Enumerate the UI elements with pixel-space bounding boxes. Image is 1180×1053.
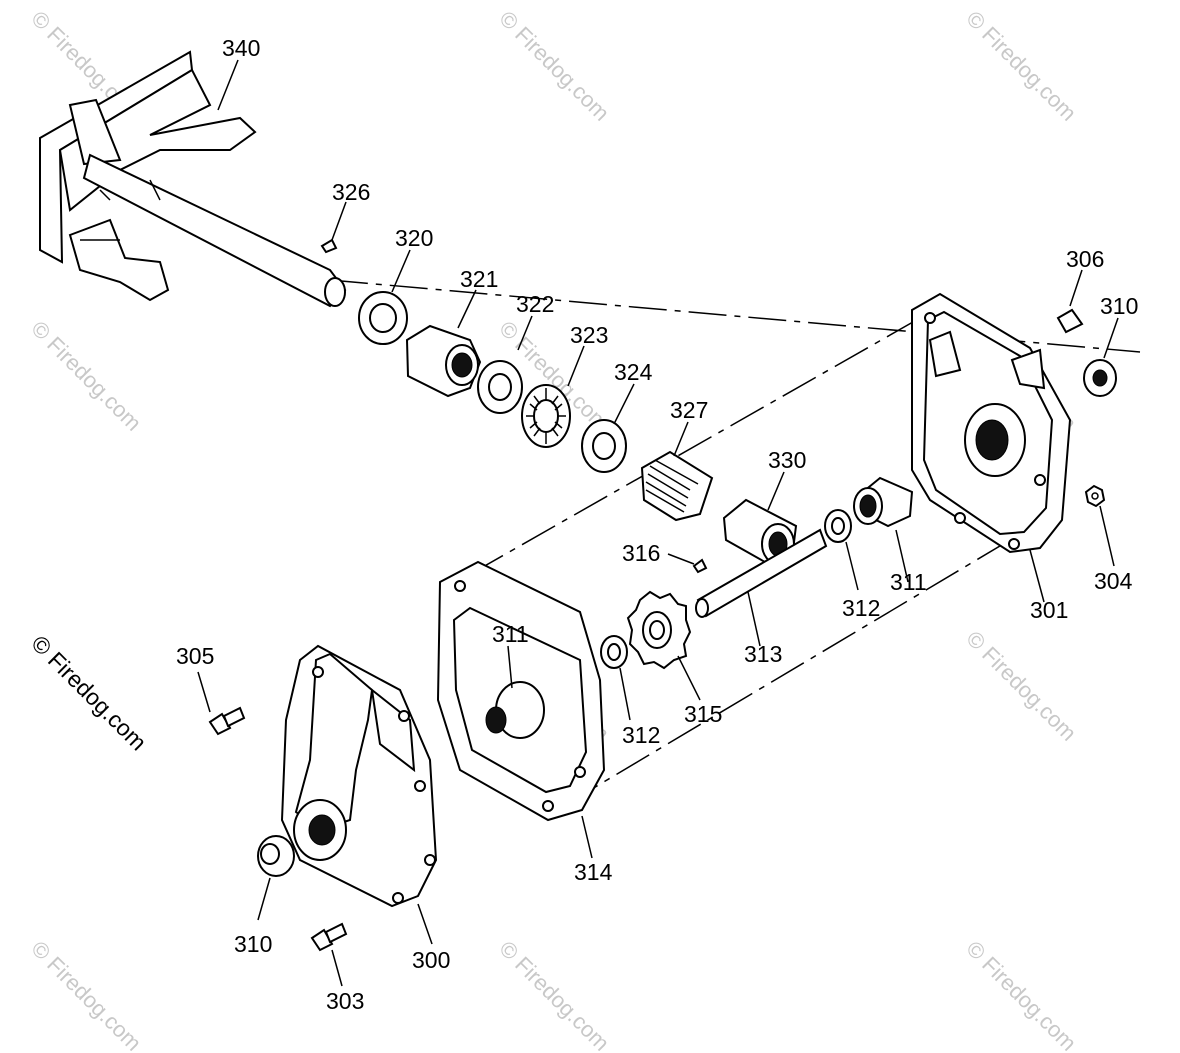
- callout-303: 303: [326, 988, 364, 1014]
- watermark-layer: © Firedog.com © Firedog.com © Firedog.co…: [26, 6, 1081, 1053]
- callout-327: 327: [670, 397, 708, 423]
- callout-326: 326: [332, 179, 370, 205]
- callout-301: 301: [1030, 597, 1068, 623]
- gear-housing-301: [911, 292, 1072, 554]
- seal-310-left: [257, 835, 295, 877]
- copyright-watermark: © Firedog.com: [26, 630, 151, 755]
- bearing-321: [405, 324, 482, 398]
- callout-316: 316: [622, 540, 660, 566]
- callout-300: 300: [412, 947, 450, 973]
- screw-306: [1056, 308, 1084, 334]
- key-326: [320, 238, 338, 254]
- callout-321: 321: [460, 266, 498, 292]
- callout-306: 306: [1066, 246, 1104, 272]
- watermark-text: © Firedog.com: [494, 6, 614, 126]
- callout-320: 320: [395, 225, 433, 251]
- callout-311-right: 311: [890, 569, 927, 595]
- callout-313: 313: [744, 641, 782, 667]
- callout-314: 314: [574, 859, 613, 885]
- callout-311-left: 311: [492, 621, 529, 647]
- leader-lines: [197, 59, 1119, 987]
- gear-315: [626, 590, 692, 670]
- callout-322: 322: [516, 291, 554, 317]
- callout-310-left: 310: [234, 931, 272, 957]
- watermark-text: © Firedog.com: [26, 316, 146, 436]
- watermark-text: © Firedog.com: [961, 936, 1081, 1053]
- watermark-text: © Firedog.com: [961, 6, 1081, 126]
- screw-303: [310, 922, 348, 952]
- callout-340: 340: [222, 35, 260, 61]
- thrust-bearing-323: [521, 384, 571, 448]
- washer-312-right: [824, 509, 852, 543]
- washer-312-left: [600, 635, 628, 669]
- bushing-311-right: [853, 476, 914, 528]
- washer-322: [477, 360, 523, 414]
- nut-304: [1084, 484, 1106, 508]
- watermark-text: © Firedog.com: [26, 936, 146, 1053]
- callout-312-right: 312: [842, 595, 880, 621]
- watermark-text: © Firedog.com: [961, 626, 1081, 746]
- callout-324: 324: [614, 359, 653, 385]
- screw-305: [208, 706, 246, 736]
- callout-305: 305: [176, 643, 214, 669]
- shaft-313: [695, 528, 828, 618]
- washer-320: [358, 291, 408, 345]
- callout-labels: 340 326 320 321 322 323 324 327 330 306 …: [176, 35, 1138, 1014]
- gear-housing-300: [280, 644, 438, 908]
- callout-304: 304: [1094, 568, 1133, 594]
- worm-gear-327: [640, 450, 714, 522]
- seal-310-right: [1083, 359, 1117, 397]
- washer-324: [581, 419, 627, 473]
- auger-340: [39, 50, 347, 308]
- key-316: [692, 558, 708, 574]
- callout-323: 323: [570, 322, 608, 348]
- watermark-text: © Firedog.com: [494, 936, 614, 1053]
- callout-330: 330: [768, 447, 806, 473]
- callout-312-left: 312: [622, 722, 660, 748]
- gasket-314: [436, 560, 606, 822]
- callout-310-right: 310: [1100, 293, 1138, 319]
- callout-315: 315: [684, 701, 722, 727]
